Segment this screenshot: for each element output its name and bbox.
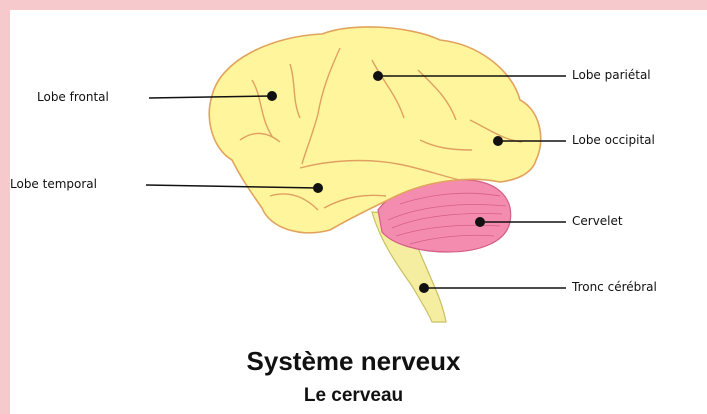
label-lobe-occipital: Lobe occipital	[572, 133, 655, 147]
label-lobe-frontal: Lobe frontal	[37, 90, 109, 104]
diagram-title: Système nerveux	[0, 346, 707, 377]
label-lobe-temporal: Lobe temporal	[10, 177, 97, 191]
label-cervelet: Cervelet	[572, 214, 623, 228]
diagram-subtitle: Le cerveau	[0, 385, 707, 407]
label-tronc-cerebral: Tronc cérébral	[572, 280, 657, 294]
label-lobe-parietal: Lobe pariétal	[572, 68, 651, 82]
